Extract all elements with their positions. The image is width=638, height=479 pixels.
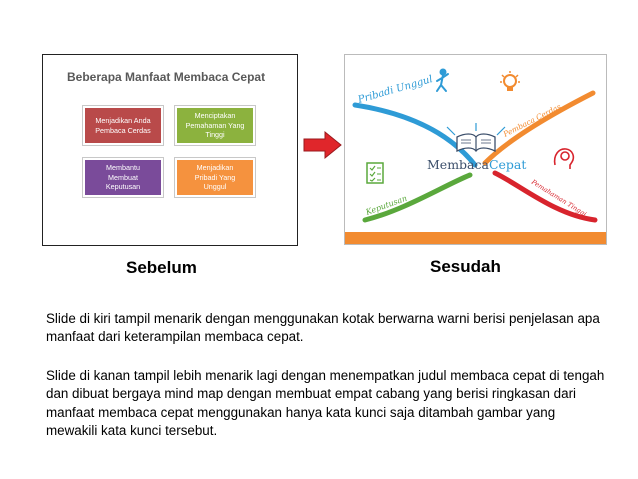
center-title-part2: Cepat — [489, 157, 526, 172]
brain-head-icon — [553, 148, 575, 169]
before-slide: Beberapa Manfaat Membaca Cepat Menjadika… — [42, 54, 298, 246]
branch-cerdas — [482, 90, 596, 166]
after-slide: Pribadi Unggul Pembaca Cerdas Keputusan … — [344, 54, 607, 245]
person-icon — [436, 68, 449, 92]
branch-label-pribadi: Pribadi Unggul — [356, 74, 434, 106]
lightbulb-icon — [500, 71, 520, 91]
mind-map: Pribadi Unggul Pembaca Cerdas Keputusan … — [352, 68, 598, 223]
benefit-box-smart-reader: Menjadikan Anda Pembaca Cerdas — [83, 106, 163, 145]
branch-pribadi — [352, 102, 478, 168]
branch-label-cerdas: Pembaca Cerdas — [501, 102, 563, 139]
checklist-icon — [366, 162, 384, 184]
before-label: Sebelum — [126, 258, 197, 277]
center-title: MembacaCepat — [427, 157, 526, 172]
paragraph-right-slide-description: Slide di kanan tampil lebih menarik lagi… — [46, 368, 605, 439]
after-label: Sesudah — [430, 257, 501, 276]
benefit-box-understanding: Menciptakan Pemahaman Yang Tinggi — [175, 106, 255, 145]
paragraph-left-slide-description: Slide di kiri tampil menarik dengan meng… — [46, 311, 600, 345]
branch-pemahaman — [492, 170, 598, 223]
right-arrow-icon — [303, 130, 342, 160]
branch-keputusan — [362, 172, 473, 223]
benefit-box-decision: Membantu Membuat Keputusan — [83, 158, 163, 197]
book-icon — [446, 123, 506, 153]
benefit-box-excellent-person: Menjadikan Pribadi Yang Unggul — [175, 158, 255, 197]
after-slide-bottom-bar — [345, 232, 606, 244]
before-slide-title: Beberapa Manfaat Membaca Cepat — [67, 70, 266, 84]
center-title-part1: Membaca — [427, 157, 490, 172]
